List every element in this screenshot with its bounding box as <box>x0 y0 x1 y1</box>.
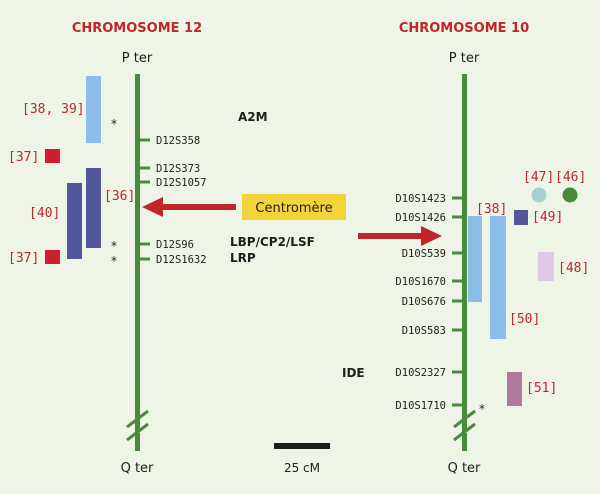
chr10-interval-bar-light-blue-long <box>490 216 506 339</box>
scale-bar-label: 25 cM <box>284 461 320 475</box>
chr12-interval-bar-dark-blue-right <box>86 168 101 248</box>
chr10-chromosome-line <box>462 74 467 432</box>
chr10-star: * <box>479 402 485 416</box>
chr10-marker-d10s2327: D10S2327 <box>395 367 446 379</box>
chr10-ref-49: [49] <box>532 210 563 225</box>
chr10-ref-47: [47] <box>523 170 554 185</box>
chr12-interval-bar-dark-blue-left <box>67 183 82 259</box>
chr12-ref-38-39: [38, 39] <box>22 102 85 117</box>
scale-bar <box>274 443 330 449</box>
chr12-star-low: * <box>111 254 117 268</box>
chr12-square-red-bottom <box>45 250 60 264</box>
chr12-marker-d12s96: D12S96 <box>156 239 194 251</box>
chr12-chromosome-line <box>135 74 140 432</box>
chr12-star-mid: * <box>111 239 117 253</box>
chromosome-10-title: CHROMOSOME 10 <box>399 21 529 36</box>
chr12-star-top: * <box>111 117 117 131</box>
chr10-marker-d10s1670: D10S1670 <box>395 276 446 288</box>
chr10-ref-50: [50] <box>509 312 540 327</box>
arrow-right-icon <box>358 226 442 246</box>
chr10-interval-bar-mauve <box>507 372 522 406</box>
arrow-left-icon <box>142 197 236 217</box>
chr10-ref-46: [46] <box>555 170 586 185</box>
chromosome-12-title: CHROMOSOME 12 <box>72 21 202 36</box>
chr12-square-red-top <box>45 149 60 163</box>
chr10-q-ter-label: Q ter <box>448 461 481 476</box>
chr12-ref-37-top: [37] <box>8 150 39 165</box>
centromere-box <box>242 194 346 220</box>
chr10-dot-pale-cyan <box>531 187 547 203</box>
chr10-square-dark-blue <box>514 210 528 225</box>
chr10-ref-51: [51] <box>526 381 557 396</box>
chr12-gene-lrp: LRP <box>230 251 256 265</box>
chr12-ref-40: [40] <box>29 206 60 221</box>
chr12-marker-d12s358: D12S358 <box>156 135 200 147</box>
chr10-interval-bar-light-blue-short <box>468 216 482 302</box>
chr10-marker-d10s1710: D10S1710 <box>395 400 446 412</box>
chr12-ref-37-bottom: [37] <box>8 251 39 266</box>
chr10-p-ter-label: P ter <box>449 51 480 66</box>
chr12-interval-bar-light-blue <box>86 76 101 143</box>
centromere-label: Centromère <box>255 201 332 216</box>
chr10-interval-bar-lavender <box>538 252 554 281</box>
chr10-dot-green <box>562 187 578 203</box>
chr12-marker-d12s1632: D12S1632 <box>156 254 207 266</box>
chr10-marker-d10s1426: D10S1426 <box>395 212 446 224</box>
chr10-break-mark <box>453 409 476 451</box>
chr10-marker-d10s676: D10S676 <box>402 296 446 308</box>
chr12-marker-d12s373: D12S373 <box>156 163 200 175</box>
chr10-marker-d10s1423: D10S1423 <box>395 193 446 205</box>
chr12-break-mark <box>126 409 149 451</box>
chr10-marker-d10s583: D10S583 <box>402 325 446 337</box>
chr12-ref-36: [36] <box>104 189 135 204</box>
chr10-gene-ide: IDE <box>342 366 365 380</box>
chr12-marker-d12s1057: D12S1057 <box>156 177 207 189</box>
chr12-q-ter-label: Q ter <box>121 461 154 476</box>
chr10-ref-48: [48] <box>558 261 589 276</box>
chr12-gene-a2m: A2M <box>238 110 268 124</box>
chr12-p-ter-label: P ter <box>122 51 153 66</box>
chr10-ref-38: [38] <box>476 202 507 217</box>
chr10-marker-d10s539: D10S539 <box>402 248 446 260</box>
chr12-gene-lbp-cp2-lsf: LBP/CP2/LSF <box>230 235 315 249</box>
